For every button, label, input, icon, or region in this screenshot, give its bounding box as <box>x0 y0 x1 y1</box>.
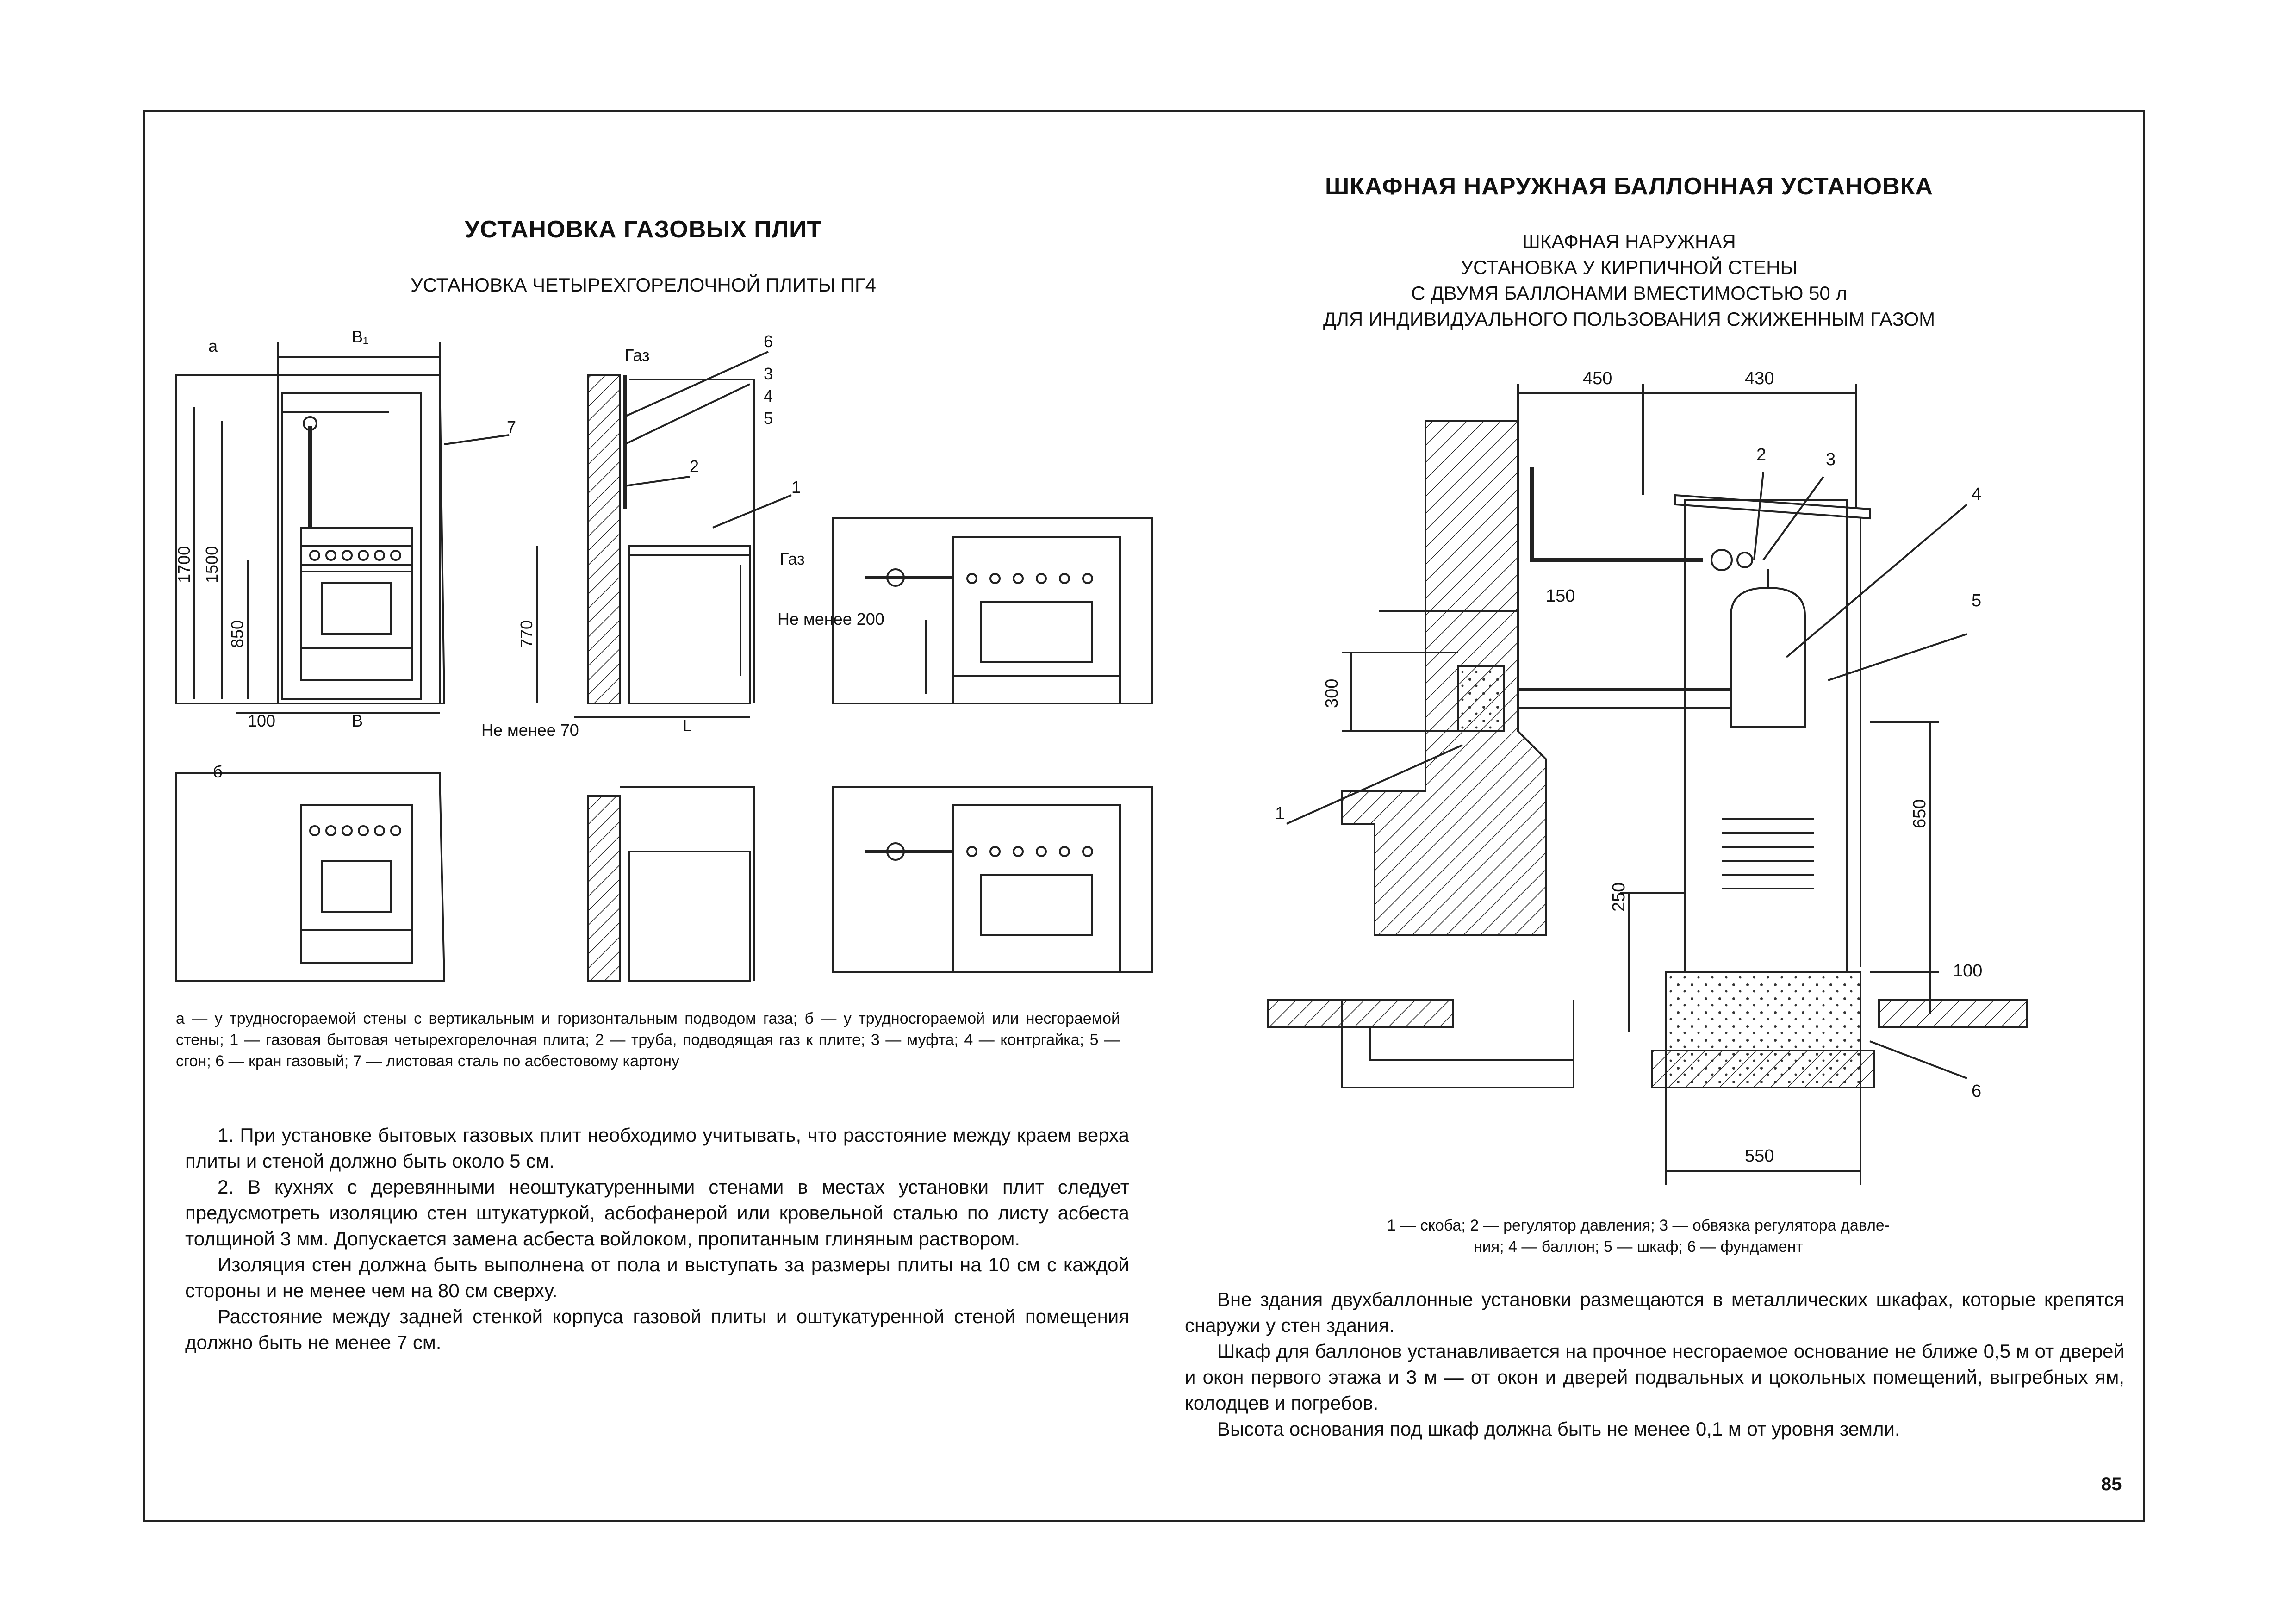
label-L: L <box>683 716 692 735</box>
label-dim-770: 770 <box>517 620 536 648</box>
right-subtitle: ШКАФНАЯ НАРУЖНАЯ УСТАНОВКА У КИРПИЧНОЙ С… <box>1277 229 1981 332</box>
label-n3: 3 <box>764 364 773 383</box>
label-B: B <box>352 711 363 730</box>
right-title: ШКАФНАЯ НАРУЖНАЯ БАЛЛОННАЯ УСТАНОВКА <box>1325 173 1933 200</box>
left-subtitle: УСТАНОВКА ЧЕТЫРЕХГОРЕЛОЧНОЙ ПЛИТЫ ПГ4 <box>411 274 876 296</box>
stove-side <box>628 554 751 704</box>
wall-panel-b <box>175 772 446 982</box>
oven-door-a <box>321 582 392 635</box>
label-n5: 5 <box>1972 591 1981 610</box>
label-dim-250: 250 <box>1609 883 1629 912</box>
stove-b <box>300 804 413 964</box>
steel-sheet <box>281 392 422 700</box>
cylinder-cabinet-figure: 450 430 150 300 650 250 100 550 1 2 3 4 … <box>1267 369 2028 1185</box>
label-dim-100: 100 <box>248 711 275 730</box>
ground-left <box>1267 999 1454 1028</box>
label-n2: 2 <box>1756 445 1766 465</box>
label-dim-650: 650 <box>1910 799 1929 828</box>
left-paragraph: 2. В кухнях с деревянными неоштукатуренн… <box>185 1176 1129 1250</box>
label-a: а <box>208 336 218 355</box>
label-B1: B₁ <box>352 327 368 346</box>
label-n1: 1 <box>1275 804 1285 823</box>
left-figure-caption: а — у трудносгораемой стены с вертикальн… <box>176 1010 1120 1070</box>
left-body-text: 1. При установке бытовых газовых плит не… <box>185 1122 1129 1356</box>
right-paragraph: Высота основания под шкаф должна быть не… <box>1217 1418 1900 1440</box>
gas-stove-installation-figure: а B₁ B 100 б 7 Газ 6 3 4 5 2 1 L Не мене… <box>174 327 1153 982</box>
ground-right <box>1878 999 2028 1028</box>
label-n6: 6 <box>764 332 773 351</box>
wall-panel-a <box>175 374 446 704</box>
label-n4: 4 <box>764 386 773 405</box>
label-ne-menee-70: Не менее 70 <box>481 721 579 740</box>
label-dim-430: 430 <box>1745 369 1774 388</box>
left-title: УСТАНОВКА ГАЗОВЫХ ПЛИТ <box>464 216 822 243</box>
cabinet-vent <box>1722 818 1814 889</box>
label-dim-1700: 1700 <box>174 546 193 583</box>
label-gas1: Газ <box>625 346 650 365</box>
label-n1: 1 <box>791 478 801 497</box>
stove-c <box>952 536 1121 704</box>
label-n3: 3 <box>1826 450 1836 469</box>
right-body-text: Вне здания двухбаллонные установки разме… <box>1185 1287 2124 1442</box>
right-subtitle-line: ДЛЯ ИНДИВИДУАЛЬНОГО ПОЛЬЗОВАНИЯ СЖИЖЕННЫ… <box>1323 308 1935 330</box>
label-b: б <box>213 762 223 781</box>
left-paragraph: 1. При установке бытовых газовых плит не… <box>185 1124 1129 1172</box>
wall-panel-c <box>832 517 1153 704</box>
pressure-regulator <box>1711 549 1733 571</box>
label-n2: 2 <box>690 457 699 476</box>
label-dim-150: 150 <box>1546 586 1575 606</box>
right-subtitle-line: УСТАНОВКА У КИРПИЧНОЙ СТЕНЫ <box>1461 256 1798 278</box>
brick-wall <box>1341 420 1547 936</box>
label-dim-300: 300 <box>1322 679 1342 708</box>
bracket <box>1518 688 1732 709</box>
right-caption-line: ния; 4 — баллон; 5 — шкаф; 6 — фундамент <box>1473 1238 1804 1256</box>
left-paragraph: Расстояние между задней стенкой корпуса … <box>185 1306 1129 1353</box>
page-frame <box>143 110 2145 1522</box>
label-n6: 6 <box>1972 1082 1981 1101</box>
gas-pipe-upper <box>1530 467 1703 562</box>
left-paragraph: Изоляция стен должна быть выполнена от п… <box>185 1254 1129 1301</box>
right-paragraph: Шкаф для баллонов устанавливается на про… <box>1185 1340 2124 1414</box>
right-caption-line: 1 — скоба; 2 — регулятор давления; 3 — о… <box>1387 1217 1890 1234</box>
right-subtitle-line: С ДВУМЯ БАЛЛОНАМИ ВМЕСТИМОСТЬЮ 50 л <box>1411 282 1847 304</box>
gas-cabinet <box>1684 499 1848 973</box>
label-ne-menee-200: Не менее 200 <box>778 609 884 628</box>
page-number: 85 <box>2101 1474 2122 1494</box>
right-figure-caption: 1 — скоба; 2 — регулятор давления; 3 — о… <box>1296 1215 1981 1257</box>
label-gas2: Газ <box>780 549 805 568</box>
label-dim-1500: 1500 <box>202 546 221 583</box>
label-n5: 5 <box>764 409 773 428</box>
right-subtitle-line: ШКАФНАЯ НАРУЖНАЯ <box>1522 230 1736 252</box>
wall-section <box>587 374 621 704</box>
label-n4: 4 <box>1972 485 1981 504</box>
label-n7: 7 <box>507 417 516 436</box>
label-dim-550: 550 <box>1745 1146 1774 1166</box>
label-dim-450: 450 <box>1583 369 1612 388</box>
gas-cylinder <box>1730 586 1806 728</box>
right-paragraph: Вне здания двухбаллонные установки разме… <box>1185 1288 2124 1336</box>
label-dim-850: 850 <box>228 620 247 648</box>
label-dim-100: 100 <box>1953 961 1982 981</box>
